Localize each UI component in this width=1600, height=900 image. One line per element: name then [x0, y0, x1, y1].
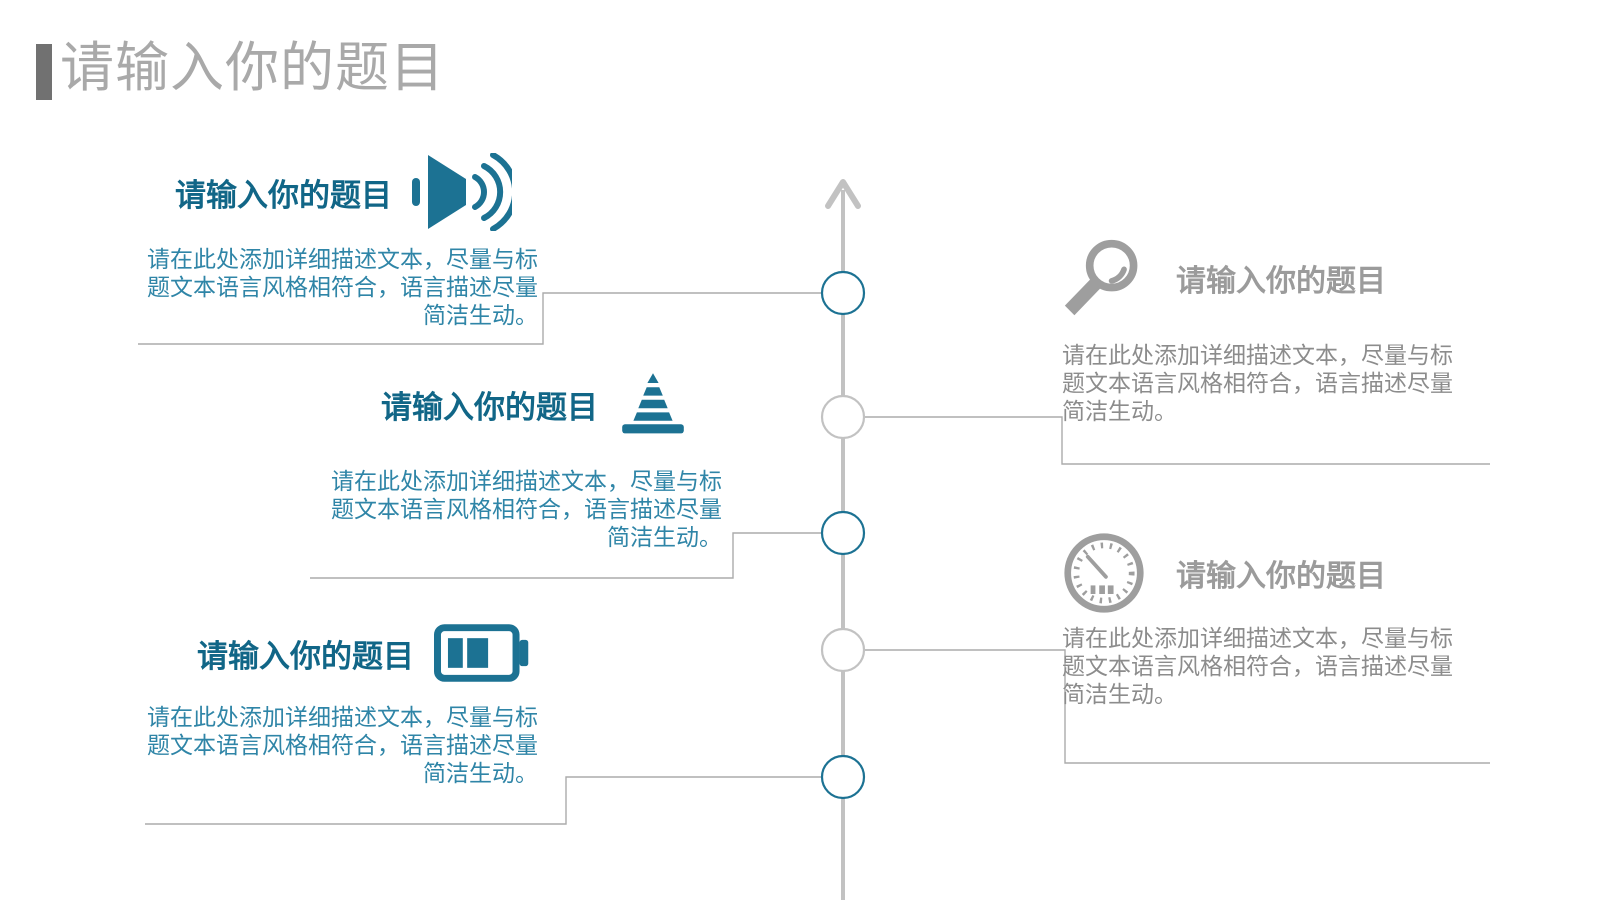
connector-left-1: [138, 292, 822, 345]
page-header: 请输入你的题目: [36, 36, 445, 100]
timeline-node-1: [820, 270, 866, 316]
timeline-item-left-2: 请输入你的题目 请在此处添加详细描述文本，尽量与标题文本语言风格相符合，语言描述…: [322, 362, 722, 552]
item-title-row: 请输入你的题目: [1062, 531, 1492, 615]
traffic-cone-icon: [618, 362, 688, 446]
connector-right-2: [864, 649, 1490, 764]
timeline-item-right-1: 请输入你的题目 请在此处添加详细描述文本，尽量与标题文本语言风格相符合，语言描述…: [1062, 236, 1492, 426]
item-description: 请在此处添加详细描述文本，尽量与标题文本语言风格相符合，语言描述尽量简洁生动。: [147, 705, 538, 786]
timeline-node-4: [820, 627, 866, 673]
gauge-icon: [1062, 531, 1146, 615]
item-title: 请输入你的题目: [381, 389, 598, 425]
timeline-item-right-2: 请输入你的题目 请在此处添加详细描述文本，尽量与标题文本语言风格相符合，语言描述…: [1062, 531, 1492, 709]
battery-icon: [434, 622, 530, 684]
item-title: 请输入你的题目: [1176, 560, 1386, 593]
connector-right-1: [864, 416, 1490, 465]
timeline-item-left-3: 请输入你的题目 请在此处添加详细描述文本，尽量与标题文本语言风格相符合，语言描述…: [138, 618, 538, 788]
item-title-row: 请输入你的题目: [1062, 236, 1492, 320]
timeline-node-5: [820, 754, 866, 800]
item-description: 请在此处添加详细描述文本，尽量与标题文本语言风格相符合，语言描述尽量简洁生动。: [147, 247, 538, 328]
connector-left-2: [310, 532, 822, 579]
item-title: 请输入你的题目: [197, 638, 414, 674]
item-title-row: 请输入你的题目: [138, 150, 538, 234]
timeline-node-2: [820, 394, 866, 440]
magnifier-icon: [1062, 236, 1146, 320]
item-title: 请输入你的题目: [175, 177, 392, 213]
page-title: 请输入你的题目: [60, 38, 445, 98]
item-title-row: 请输入你的题目: [322, 362, 722, 446]
item-title-row: 请输入你的题目: [138, 618, 538, 688]
timeline-arrow-icon: [825, 179, 861, 209]
connector-left-3: [145, 776, 822, 825]
timeline-item-left-1: 请输入你的题目 请在此处添加详细描述文本，尽量与标题文本语言风格相符合，语言描述…: [138, 150, 538, 330]
item-description: 请在此处添加详细描述文本，尽量与标题文本语言风格相符合，语言描述尽量简洁生动。: [1062, 626, 1453, 707]
timeline-node-3: [820, 510, 866, 556]
item-title: 请输入你的题目: [1176, 265, 1386, 298]
speaker-icon: [412, 152, 519, 232]
item-description: 请在此处添加详细描述文本，尽量与标题文本语言风格相符合，语言描述尽量简洁生动。: [1062, 343, 1453, 424]
title-accent-bar: [36, 44, 52, 100]
item-description: 请在此处添加详细描述文本，尽量与标题文本语言风格相符合，语言描述尽量简洁生动。: [331, 469, 722, 550]
